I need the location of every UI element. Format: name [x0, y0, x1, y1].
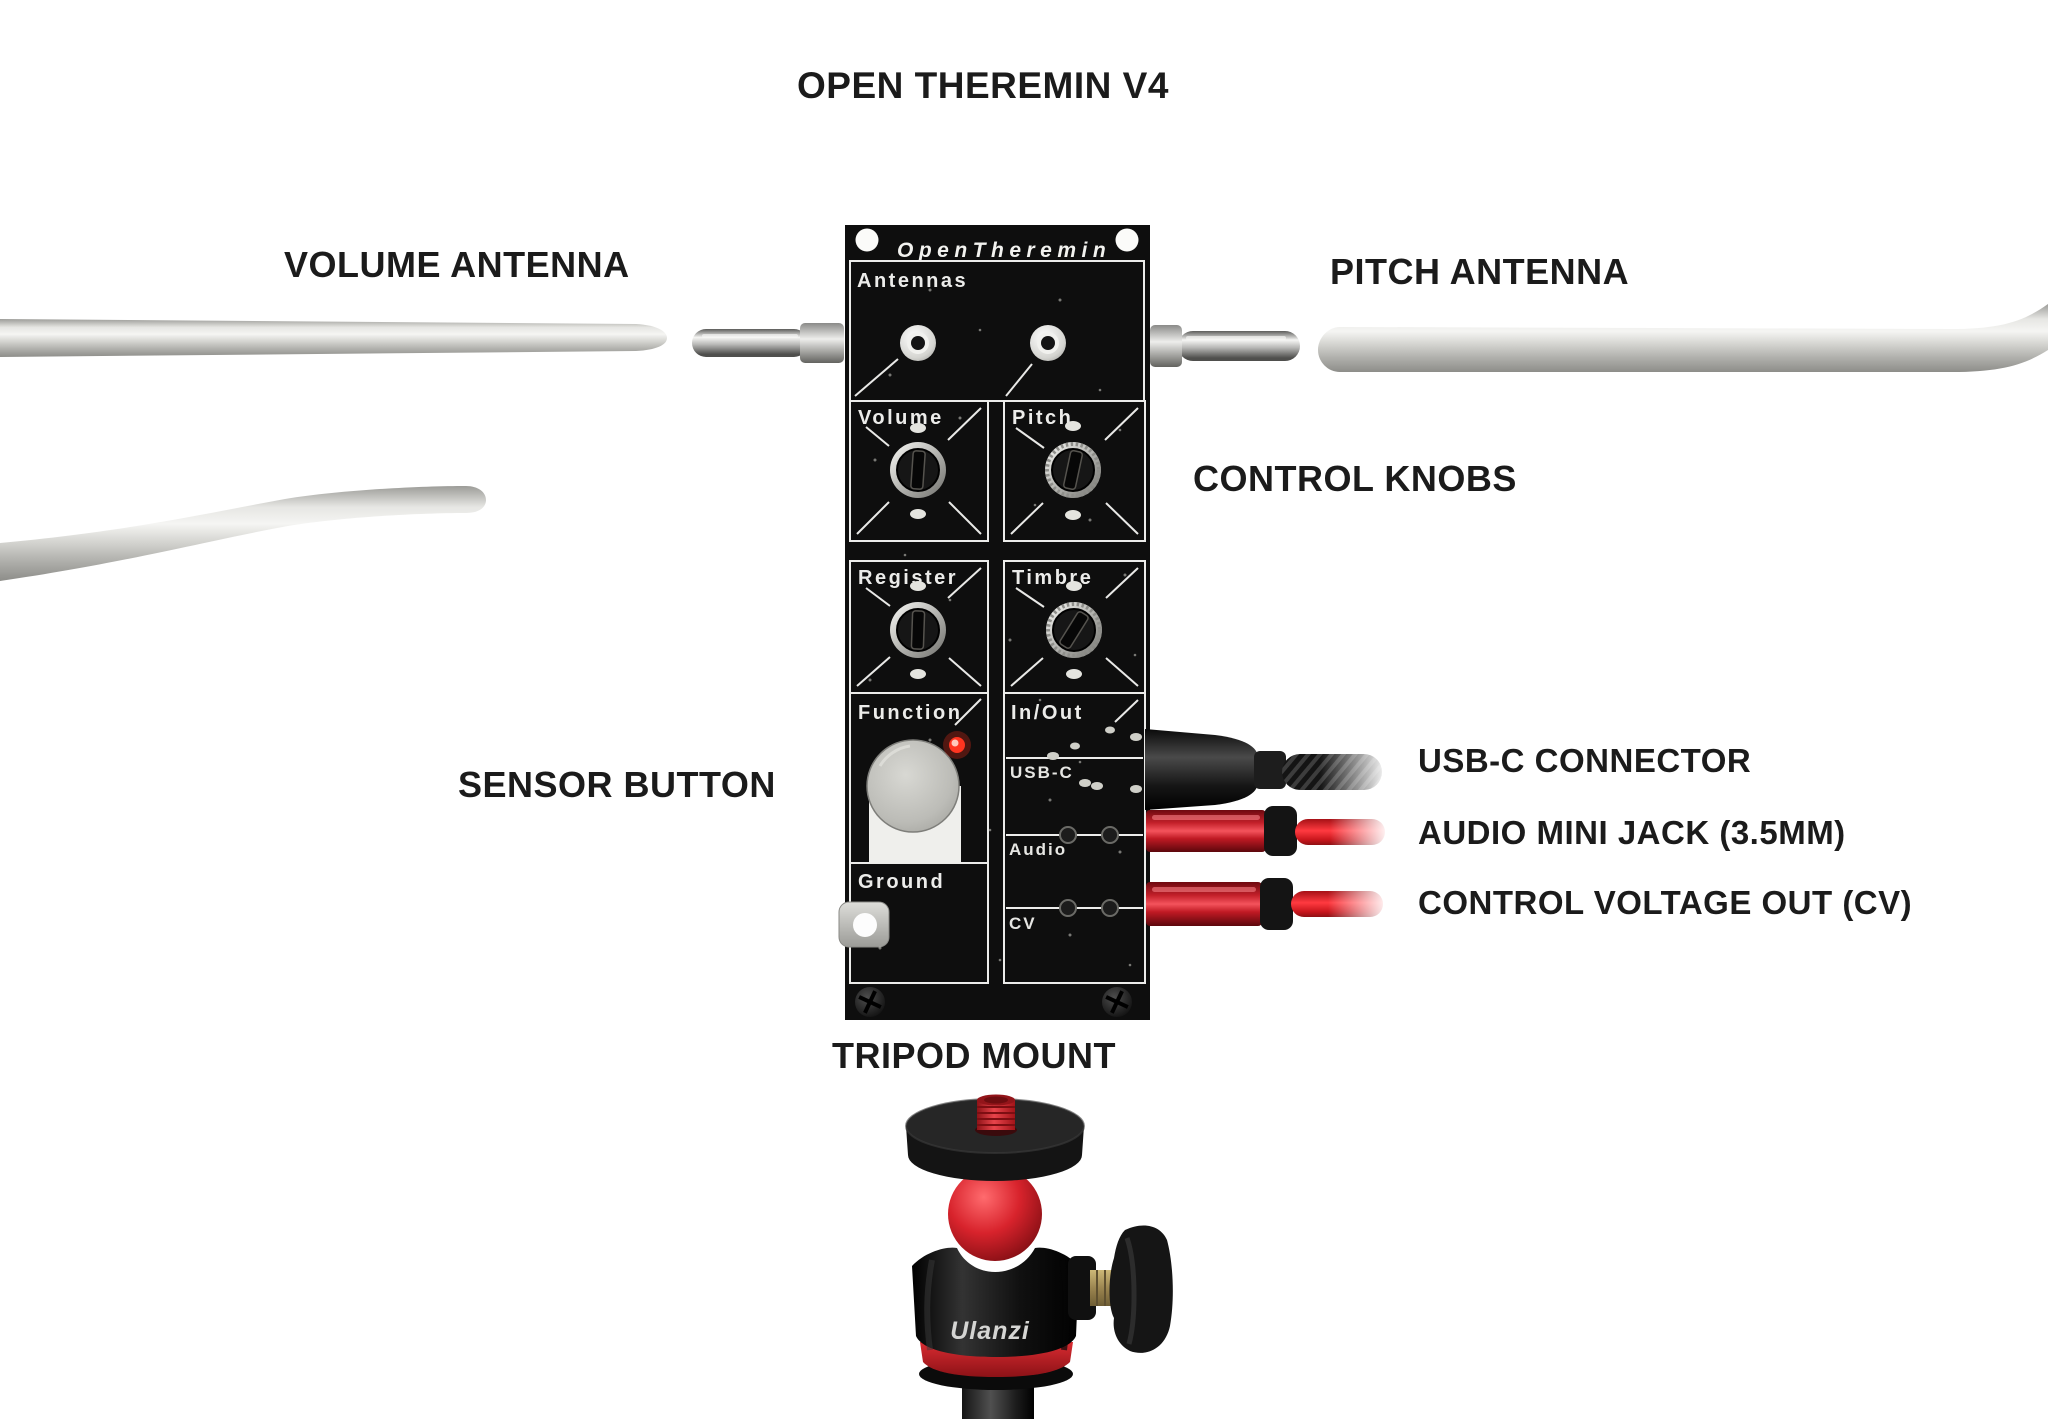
- status-led: [943, 731, 971, 759]
- label-tripod-mount: TRIPOD MOUNT: [832, 1035, 1116, 1076]
- label-pitch-antenna: PITCH ANTENNA: [1330, 251, 1630, 292]
- timbre-knob: [1046, 581, 1102, 679]
- section-label-volume: Volume: [858, 407, 944, 429]
- volume-knob: [890, 423, 946, 519]
- port-label-usb: USB-C: [1010, 763, 1074, 782]
- mount-hole-right: [1115, 228, 1139, 252]
- silkscreen-diagonals: [854, 358, 1139, 726]
- label-usb-c-connector: USB-C CONNECTOR: [1418, 742, 1752, 779]
- port-label-audio: Audio: [1009, 840, 1067, 859]
- port-label-cv: CV: [1009, 914, 1037, 933]
- audio-jack-plug: [1146, 806, 1400, 856]
- label-sensor-button: SENSOR BUTTON: [458, 764, 776, 805]
- solder-pads: [1047, 726, 1142, 917]
- panel-screw-right: [1102, 987, 1132, 1017]
- usb-c-plug: [1145, 729, 1400, 810]
- section-label-ground: Ground: [858, 871, 945, 893]
- section-label-pitch: Pitch: [1012, 407, 1073, 429]
- tripod-ball: [948, 1167, 1042, 1261]
- pitch-antenna-plug: [1150, 325, 1300, 367]
- pitch-antenna-rod: [1318, 304, 2048, 372]
- tripod-ball-head: Ulanzi: [905, 1094, 1173, 1419]
- volume-antenna-plug: [692, 323, 844, 363]
- volume-antenna-socket: [900, 325, 936, 361]
- label-control-knobs: CONTROL KNOBS: [1193, 458, 1517, 499]
- tripod-disc: [905, 1098, 1085, 1181]
- tripod-brand-text: Ulanzi: [950, 1317, 1030, 1345]
- register-knob: [890, 581, 946, 679]
- page-title: OPEN THEREMIN V4: [797, 65, 1169, 106]
- volume-antenna-rod: [0, 319, 667, 581]
- board-specks: [868, 288, 1137, 967]
- label-control-voltage-out: CONTROL VOLTAGE OUT (CV): [1418, 884, 1913, 921]
- section-label-register: Register: [858, 567, 958, 589]
- silkscreen-boxes: [849, 260, 1146, 984]
- board-brand-text: OpenTheremin: [897, 239, 1111, 262]
- theremin-board: OpenTheremin: [838, 225, 1150, 1020]
- label-audio-mini-jack: AUDIO MINI JACK (3.5MM): [1418, 814, 1846, 851]
- section-label-antennas: Antennas: [857, 270, 968, 292]
- section-label-function: Function: [858, 702, 962, 724]
- cv-jack-plug: [1146, 878, 1400, 930]
- mount-hole-left: [855, 228, 879, 252]
- tripod-camera-screw: [975, 1094, 1017, 1136]
- ground-tab: [838, 901, 890, 948]
- tripod-lock-knob: [1068, 1225, 1173, 1353]
- label-volume-antenna: VOLUME ANTENNA: [284, 244, 630, 285]
- pitch-knob: [1045, 421, 1101, 520]
- sensor-button: [866, 739, 961, 863]
- pitch-antenna-socket: [1030, 325, 1066, 361]
- tripod-body: [912, 1247, 1079, 1357]
- section-label-inout: In/Out: [1011, 702, 1084, 724]
- panel-screw-left: [855, 987, 885, 1017]
